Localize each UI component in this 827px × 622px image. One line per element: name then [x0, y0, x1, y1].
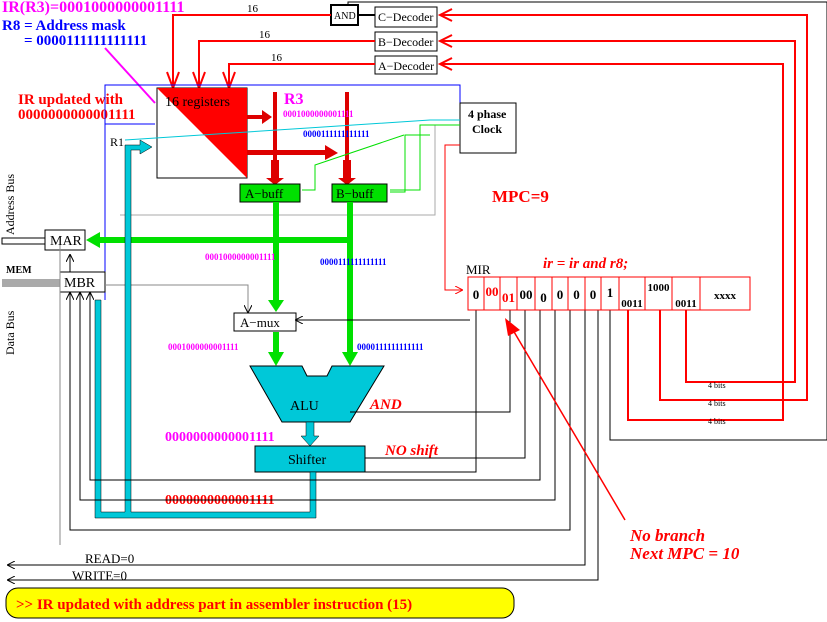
- mir-field-value: 0011: [675, 298, 696, 310]
- clock-label-2: Clock: [472, 122, 502, 136]
- a-buff-label: A−buff: [245, 186, 284, 201]
- r3-label: R3: [284, 91, 304, 108]
- a-bus-value: 0001000000001111: [205, 252, 276, 262]
- register-file-fill: [157, 88, 247, 178]
- b-bus-width: 16: [259, 29, 271, 41]
- r1-label: R1: [110, 135, 124, 149]
- alu-b-in-value: 0000111111111111: [357, 342, 424, 352]
- r8-bus-value: 0000111111111111: [303, 129, 370, 139]
- mir-field: [644, 276, 673, 311]
- and-gate-label: AND: [334, 11, 356, 22]
- b-decoder-label: B−Decoder: [378, 35, 433, 49]
- c-bus-width: 16: [247, 3, 259, 15]
- alu: [249, 365, 385, 423]
- mir-field-value: 00: [486, 284, 499, 299]
- a-bus-width: 16: [271, 52, 283, 64]
- micro-instruction-label: ir = ir and r8;: [543, 256, 628, 272]
- clock-label-1: 4 phase: [468, 107, 507, 121]
- mir-field-value: 00: [520, 287, 533, 302]
- mir-field: [618, 276, 646, 311]
- mir-field-value: 0011: [621, 298, 642, 310]
- mem-label: MEM: [6, 265, 32, 276]
- bits-c: 4 bits: [708, 417, 726, 426]
- a-decoder-label: A−Decoder: [378, 59, 434, 73]
- mir-field-value: 0: [557, 287, 564, 302]
- mpc-label: MPC=9: [492, 187, 549, 206]
- alu-op-label: AND: [369, 397, 402, 413]
- r8-mask-label: R8 = Address mask: [2, 18, 126, 34]
- status-message: >> IR updated with address part in assem…: [16, 597, 412, 613]
- b-buff: [331, 183, 388, 203]
- mir-field-value: 1000: [648, 282, 671, 294]
- next-mpc-label: Next MPC = 10: [629, 544, 740, 563]
- b-bus-value: 0000111111111111: [320, 257, 387, 267]
- data-bus-label: Data Bus: [3, 310, 17, 355]
- shift-op-label: NO shift: [384, 443, 439, 459]
- mir-field-value: 01: [502, 290, 515, 305]
- mir-field-value: 0: [590, 287, 597, 302]
- alu-label: ALU: [290, 399, 319, 414]
- pointer-arrow: [104, 47, 156, 104]
- mir-field: [699, 276, 751, 311]
- alu-out-value: 0000000000001111: [165, 430, 275, 445]
- ir-updated-value: 0000000000001111: [18, 107, 136, 123]
- ir-updated-label: IR updated with: [18, 92, 124, 108]
- mar-label: MAR: [50, 234, 83, 249]
- branch-label: No branch: [629, 526, 705, 545]
- shifter: [254, 445, 366, 473]
- mir-field-value: 0: [540, 290, 547, 305]
- address-bus-label: Address Bus: [3, 174, 17, 235]
- b-buff-label: B−buff: [336, 186, 374, 201]
- alu-a-in-value: 0001000000001111: [168, 342, 239, 352]
- c-decoder-label: C−Decoder: [378, 10, 433, 24]
- c-bus: [94, 139, 317, 519]
- mir-field-value: xxxx: [714, 290, 737, 302]
- bits-a: 4 bits: [708, 381, 726, 390]
- four-phase-clock: [459, 102, 517, 154]
- ir-r3-label: IR(R3)=0001000000001111: [2, 0, 184, 16]
- r8-mask-value: = 0000111111111111: [24, 33, 147, 49]
- bits-b: 4 bits: [708, 399, 726, 408]
- c-decoder: [374, 6, 438, 28]
- status-message-box: [5, 587, 515, 619]
- read-signal: READ=0: [85, 551, 134, 566]
- write-signal: WRITE=0: [72, 568, 127, 583]
- mir-field-value: 0: [573, 287, 580, 302]
- mir-label: MIR: [466, 262, 491, 277]
- mir-field-value: 1: [607, 285, 614, 300]
- register-file-label: 16 registers: [165, 95, 230, 110]
- shifter-label: Shifter: [288, 453, 326, 468]
- a-buff: [239, 183, 301, 203]
- mir-field-value: 0: [473, 287, 480, 302]
- a-mux-label: A−mux: [240, 315, 280, 330]
- mbr-label: MBR: [64, 276, 96, 291]
- r3-bus-value: 0001000000001111: [283, 109, 354, 119]
